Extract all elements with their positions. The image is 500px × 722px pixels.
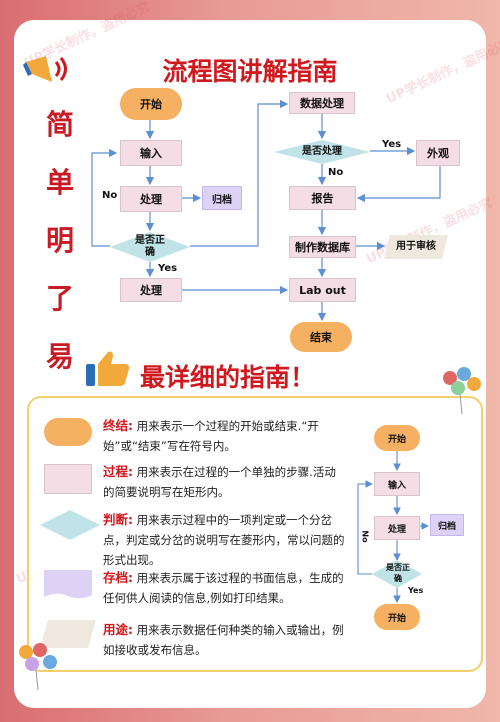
input-node: 输入 xyxy=(120,140,182,166)
decision2-node xyxy=(274,140,370,164)
yes2-label: Yes xyxy=(382,139,402,150)
no2-label: No xyxy=(328,167,344,178)
process2-node: 处理 xyxy=(120,278,182,302)
no-label: No xyxy=(102,190,118,201)
decision-label: 是否正确 xyxy=(135,235,165,258)
legend-text: 用来表示一个过程的开始或结束.“开始”或“结束”写在符号内。 xyxy=(103,419,319,453)
page-title: 流程图讲解指南 xyxy=(162,57,338,86)
mini-archive-node: 归档 xyxy=(430,514,464,536)
legend-key: 终结 xyxy=(103,418,129,433)
side-word: 明 xyxy=(45,224,74,257)
mini-start-node: 开始 xyxy=(374,425,420,451)
legend-process: 过程: 用来表示在过程的一个单独的步骤.活动的简要说明写在矩形内。 xyxy=(103,464,336,499)
legend-key: 用途 xyxy=(103,622,129,637)
legend-decision: 判断: 用来表示过程中的一项判定或一个分岔点，判定或分岔的说明写在菱形内，常以问… xyxy=(103,512,345,567)
yes-label: Yes xyxy=(158,263,178,274)
for-review-node xyxy=(384,235,448,259)
start-node: 开始 xyxy=(120,88,182,120)
subtitle: 最详细的指南！ xyxy=(140,363,316,392)
legend-archive: 存档: 用来表示属于该过程的书面信息，生成的任何供人阅读的信息,例如打印结果。 xyxy=(103,570,344,605)
balloons-icon xyxy=(443,367,481,415)
balloons-icon xyxy=(19,643,57,691)
end-node: 结束 xyxy=(290,322,352,352)
legend-text: 用来表示在过程的一个单独的步骤.活动的简要说明写在矩形内。 xyxy=(103,465,336,499)
legend-text: 用来表示过程中的一项判定或一个分岔点，判定或分岔的说明写在菱形内，常以问题的形式… xyxy=(103,513,345,567)
mini-decision-node xyxy=(372,560,422,588)
mini-decision-label: 是否正确 xyxy=(386,563,410,583)
legend-io: 用途: 用来表示数据任何种类的输入或输出，例如接收或发布信息。 xyxy=(103,622,344,657)
mini-yes-label: Yes xyxy=(408,586,424,595)
legend-key: 判断 xyxy=(103,512,129,527)
thumbs-up-icon xyxy=(86,351,130,386)
legend-text: 用来表示数据任何种类的输入或输出，例如接收或发布信息。 xyxy=(103,623,344,657)
mini-end-node: 开始 xyxy=(374,604,420,630)
terminal-shape xyxy=(44,418,92,446)
report-node: 报告 xyxy=(289,186,356,210)
legend-key: 存档 xyxy=(103,570,129,585)
decision2-label: 是否处理 xyxy=(302,146,342,157)
lab-out-node: Lab out xyxy=(289,278,356,302)
decision-shape xyxy=(40,510,100,540)
mini-no-label: No xyxy=(360,530,370,543)
mini-input-node: 输入 xyxy=(374,472,420,496)
side-word: 易 xyxy=(45,340,74,373)
legend-key: 过程 xyxy=(103,464,129,479)
archive-node: 归档 xyxy=(202,186,242,210)
side-word: 简 xyxy=(45,108,74,141)
side-word: 了 xyxy=(45,282,74,315)
process-node: 处理 xyxy=(120,186,182,212)
legend-terminal: 终结: 用来表示一个过程的开始或结束.“开始”或“结束”写在符号内。 xyxy=(103,418,319,453)
make-db-node: 制作数据库 xyxy=(289,236,356,258)
side-word: 单 xyxy=(45,166,74,199)
megaphone-icon xyxy=(23,56,67,82)
decision-node xyxy=(110,232,190,262)
appearance-node: 外观 xyxy=(416,140,460,166)
data-process-node: 数据处理 xyxy=(289,92,355,114)
legend-text: 用来表示属于该过程的书面信息，生成的任何供人阅读的信息,例如打印结果。 xyxy=(103,571,344,605)
archive-shape xyxy=(44,570,92,599)
process-shape xyxy=(44,464,92,494)
for-review-label: 用于审核 xyxy=(396,241,436,252)
io-shape xyxy=(40,620,96,648)
mini-process-node: 处理 xyxy=(374,516,420,540)
